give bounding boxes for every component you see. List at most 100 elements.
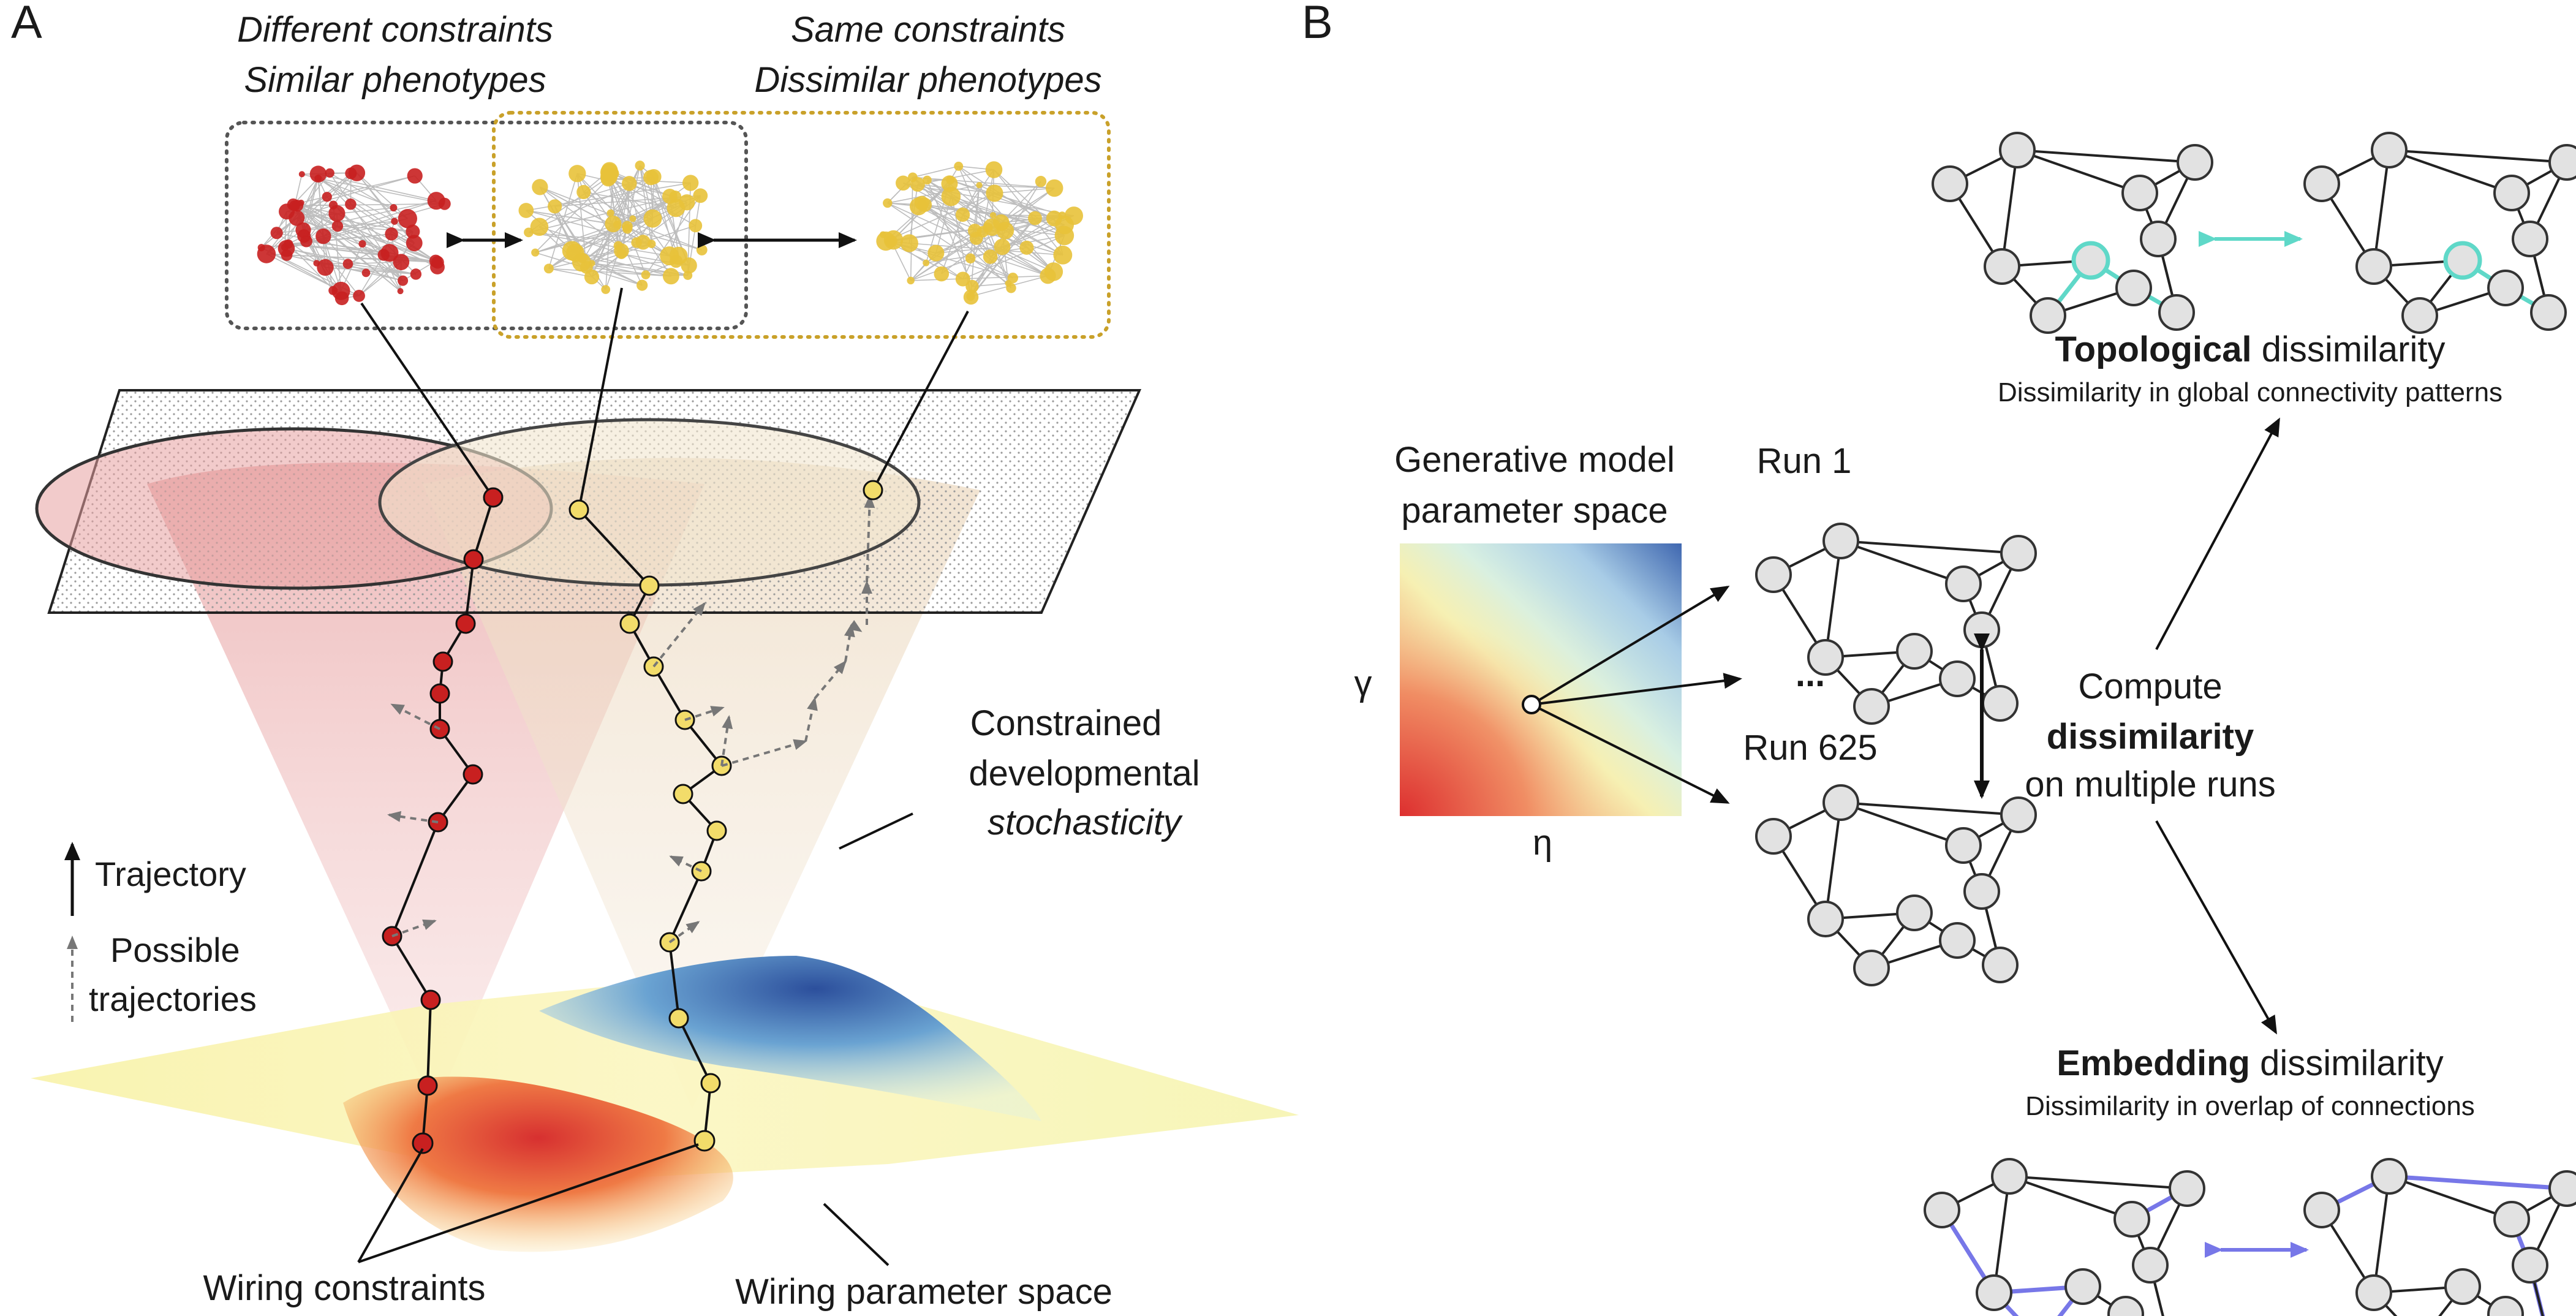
graph-node [1939, 660, 1976, 697]
network-node [1045, 179, 1063, 197]
network-node [907, 276, 915, 285]
wiring-parameter-space-label: Wiring parameter space [735, 1272, 1112, 1312]
network-node [548, 199, 562, 214]
network-node [353, 289, 365, 302]
graph-node [2493, 175, 2530, 211]
graph-node [2169, 1170, 2205, 1207]
possible-trajectory-step [864, 494, 875, 583]
run-arrow-3 [1531, 703, 1730, 804]
network-edge [297, 205, 404, 281]
graph-node [2064, 1268, 2101, 1305]
network-edge [608, 178, 628, 229]
run-first-label: Run 1 [1757, 441, 1852, 481]
graph-node [2113, 1201, 2150, 1238]
trajectory-node [432, 651, 453, 672]
network-node [407, 168, 423, 184]
graph-node [1976, 1274, 2012, 1311]
network-yellow-phenotype-2 [876, 161, 1084, 305]
graph-edge [2373, 1176, 2390, 1293]
graph-node [1939, 922, 1976, 959]
graph-node [1963, 611, 2000, 648]
embedding-title-bold: Embedding [2057, 1043, 2250, 1083]
network-edge [912, 165, 959, 178]
network-node [1019, 240, 1034, 255]
network-edge [903, 183, 1065, 236]
graph-node [2444, 1268, 2481, 1305]
network-node [883, 198, 893, 208]
network-edge [935, 246, 1003, 254]
network-node [391, 217, 398, 225]
network-node [331, 220, 344, 232]
network-node [989, 212, 997, 219]
graph-node [2512, 221, 2548, 257]
network-edge [318, 178, 445, 205]
panel-b-label: B [1302, 0, 1333, 48]
graph-node [2443, 241, 2482, 280]
trajectory-red [382, 487, 504, 1154]
network-edge [526, 210, 618, 225]
group-left-title-line2: Similar phenotypes [244, 60, 546, 100]
network-node [325, 168, 334, 178]
link-line-yellow-1 [578, 287, 623, 510]
network-node [643, 170, 659, 186]
network-node [985, 161, 1003, 178]
graph-node [1807, 901, 1844, 937]
network-node [390, 204, 398, 212]
network-node [1007, 273, 1018, 284]
network-edge [941, 214, 964, 274]
network-node [289, 210, 305, 226]
network-node [257, 244, 265, 252]
network-node [900, 234, 918, 252]
graph-node [1807, 639, 1844, 676]
network-node [601, 285, 611, 294]
graph-node [1755, 818, 1792, 855]
network-node [406, 235, 423, 252]
network-node [693, 188, 708, 203]
network-node [629, 215, 636, 222]
network-edge [266, 253, 341, 292]
trajectory-node [639, 575, 660, 596]
possible-trajectory-step [668, 921, 700, 944]
stochasticity-line1: Constrained [970, 703, 1162, 743]
topological-title-bold: Topological [2055, 330, 2252, 369]
group-right-title-line2: Dissimilar phenotypes [754, 60, 1101, 100]
network-node [377, 249, 390, 261]
network-node [1053, 245, 1073, 265]
link-line-yellow-2 [872, 311, 969, 491]
network-edge [608, 176, 654, 219]
graph-node [2030, 297, 2066, 334]
network-node [631, 237, 642, 248]
legend-possible-label-line1: Possible [110, 931, 240, 969]
network-node [965, 279, 979, 293]
possible-trajectory-step [848, 619, 863, 632]
wiring-constraints-pointer-2 [358, 1143, 699, 1263]
network-edge [329, 172, 404, 281]
graph-node [2487, 1296, 2524, 1316]
possible-trajectory-step [390, 703, 440, 730]
network-node [955, 271, 970, 287]
network-node [406, 224, 420, 239]
network-edge [627, 228, 702, 251]
network-edge [286, 203, 445, 249]
trajectory-node [463, 549, 484, 570]
group-right-title-line1: Same constraints [791, 10, 1065, 50]
graph-edge [1840, 801, 1964, 847]
graph-edge [2389, 1174, 2567, 1191]
graph-node [2158, 294, 2195, 331]
stochasticity-pointer [839, 812, 913, 850]
network-edge [982, 169, 995, 232]
network-node [927, 244, 945, 262]
network-edge [1002, 246, 1048, 276]
trajectory-node [429, 683, 450, 704]
network-node [531, 248, 540, 257]
network-node [601, 162, 618, 179]
network-node [622, 221, 633, 232]
network-node [361, 268, 371, 278]
network-node [908, 172, 918, 183]
graph-node [2493, 1201, 2530, 1238]
network-yellow-phenotype-1 [518, 161, 708, 294]
network-node [287, 198, 300, 211]
network-edge [288, 243, 436, 262]
network-edge [887, 202, 1009, 284]
trajectory-node [619, 613, 640, 634]
